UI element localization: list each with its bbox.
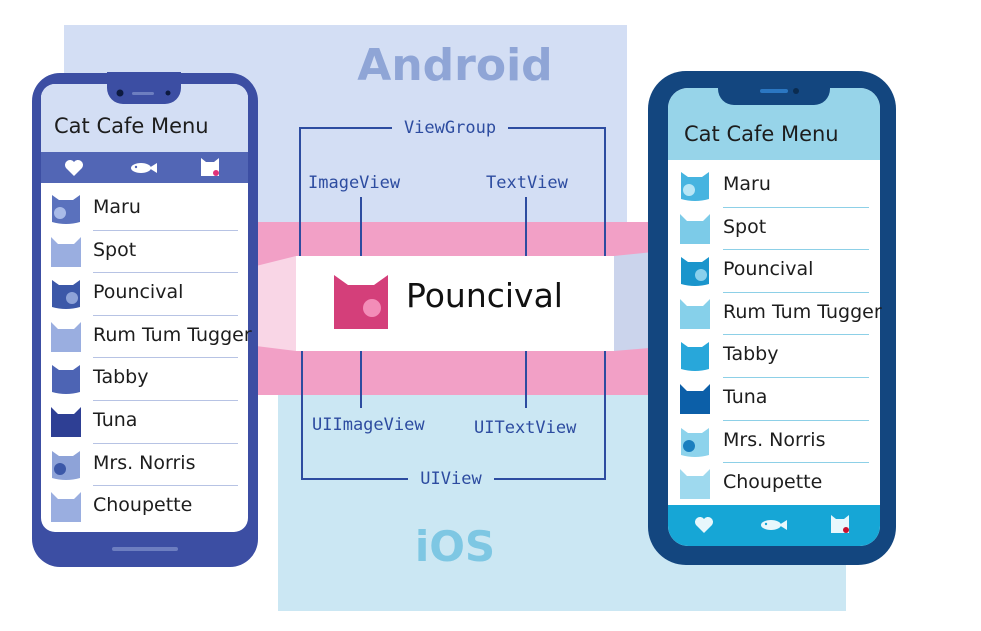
list-item[interactable]: Rum Tum Tugger xyxy=(668,293,882,336)
list-item[interactable]: Pouncival xyxy=(668,250,880,293)
cat-avatar-icon xyxy=(51,492,81,523)
cat-avatar-icon xyxy=(52,280,80,310)
viewgroup-bracket xyxy=(299,127,606,282)
row-divider xyxy=(723,249,869,251)
cat-name: Rum Tum Tugger xyxy=(93,323,252,346)
uiimageview-label: UIImageView xyxy=(312,415,425,435)
cat-name: Mrs. Norris xyxy=(93,451,196,474)
cat-name: Pouncival xyxy=(93,281,184,304)
android-app-title: Cat Cafe Menu xyxy=(54,114,209,138)
fish-icon[interactable] xyxy=(760,519,788,531)
list-item[interactable]: Tuna xyxy=(668,378,880,421)
cat-name: Spot xyxy=(723,215,767,238)
android-platform-label: Android xyxy=(357,40,553,91)
cat-name: Pouncival xyxy=(723,258,814,281)
cat-avatar-icon xyxy=(52,365,80,395)
cat-name: Tuna xyxy=(93,409,138,431)
ios-platform-label: iOS xyxy=(414,522,496,571)
cat-avatar-icon xyxy=(680,384,710,414)
cat-avatar-icon xyxy=(680,298,710,329)
imageview-label: ImageView xyxy=(308,173,401,193)
cat-name: Rum Tum Tugger xyxy=(723,300,882,323)
cat-name: Tuna xyxy=(723,386,768,408)
cat-name: Choupette xyxy=(93,494,193,517)
heart-icon[interactable] xyxy=(694,516,714,534)
list-item[interactable]: Tabby xyxy=(668,335,880,378)
list-item[interactable]: Maru xyxy=(41,188,248,231)
android-notch xyxy=(107,72,181,104)
ios-speaker xyxy=(760,89,788,93)
cat-avatar-icon xyxy=(680,213,710,244)
cat-name: Mrs. Norris xyxy=(723,428,826,451)
row-divider xyxy=(723,419,869,421)
cat-avatar-icon xyxy=(681,257,709,287)
cat-name: Tabby xyxy=(723,343,779,366)
cat-name: Choupette xyxy=(723,471,823,494)
list-item[interactable]: Spot xyxy=(668,208,880,251)
row-divider xyxy=(93,442,238,444)
list-item[interactable]: Tabby xyxy=(41,358,248,401)
list-item[interactable]: Maru xyxy=(668,165,880,208)
row-divider xyxy=(93,485,238,487)
cat-name: Maru xyxy=(93,196,141,218)
row-divider xyxy=(93,314,238,316)
cat-avatar-icon xyxy=(51,407,81,437)
row-divider xyxy=(93,399,238,401)
cat-icon[interactable] xyxy=(830,514,850,534)
cat-face-icon xyxy=(334,275,388,329)
list-item[interactable]: Choupette xyxy=(41,486,248,528)
cat-avatar-icon xyxy=(52,195,80,224)
list-item[interactable]: Tuna xyxy=(41,401,248,444)
android-home-indicator xyxy=(112,547,178,551)
fish-icon[interactable] xyxy=(130,162,158,174)
list-item[interactable]: Mrs. Norris xyxy=(668,421,880,464)
cat-icon[interactable] xyxy=(200,157,220,177)
row-divider xyxy=(723,206,869,208)
cat-avatar-icon xyxy=(51,321,81,352)
row-divider xyxy=(723,376,869,378)
uiview-bracket xyxy=(301,325,606,480)
row-divider xyxy=(93,272,238,274)
list-item[interactable]: Spot xyxy=(41,231,248,274)
android-camera-icon xyxy=(116,89,171,97)
list-item[interactable]: Pouncival xyxy=(41,273,248,316)
uiview-label: UIView xyxy=(408,469,494,489)
cat-name: Maru xyxy=(723,173,771,195)
row-divider xyxy=(93,357,238,359)
heart-icon[interactable] xyxy=(64,159,84,177)
ios-camera-icon xyxy=(793,88,799,94)
row-divider xyxy=(723,334,869,336)
list-item[interactable]: Mrs. Norris xyxy=(41,444,248,487)
uitextview-label: UITextView xyxy=(474,418,577,438)
cat-name: Spot xyxy=(93,238,137,261)
cat-avatar-icon xyxy=(51,236,81,267)
ios-app-title: Cat Cafe Menu xyxy=(684,122,839,146)
row-divider xyxy=(723,291,869,293)
list-item[interactable]: Rum Tum Tugger xyxy=(41,316,252,359)
cat-avatar-icon xyxy=(680,469,710,500)
textview-label: TextView xyxy=(486,173,568,193)
row-divider xyxy=(723,462,869,464)
cat-avatar-icon xyxy=(681,342,709,372)
cat-avatar-icon xyxy=(52,450,80,480)
center-item-name: Pouncival xyxy=(406,276,563,315)
row-divider xyxy=(93,229,238,231)
cat-avatar-icon xyxy=(681,427,709,457)
cat-name: Tabby xyxy=(93,366,149,389)
viewgroup-label: ViewGroup xyxy=(392,118,508,138)
list-item[interactable]: Choupette xyxy=(668,463,880,505)
cat-avatar-icon xyxy=(681,172,709,201)
